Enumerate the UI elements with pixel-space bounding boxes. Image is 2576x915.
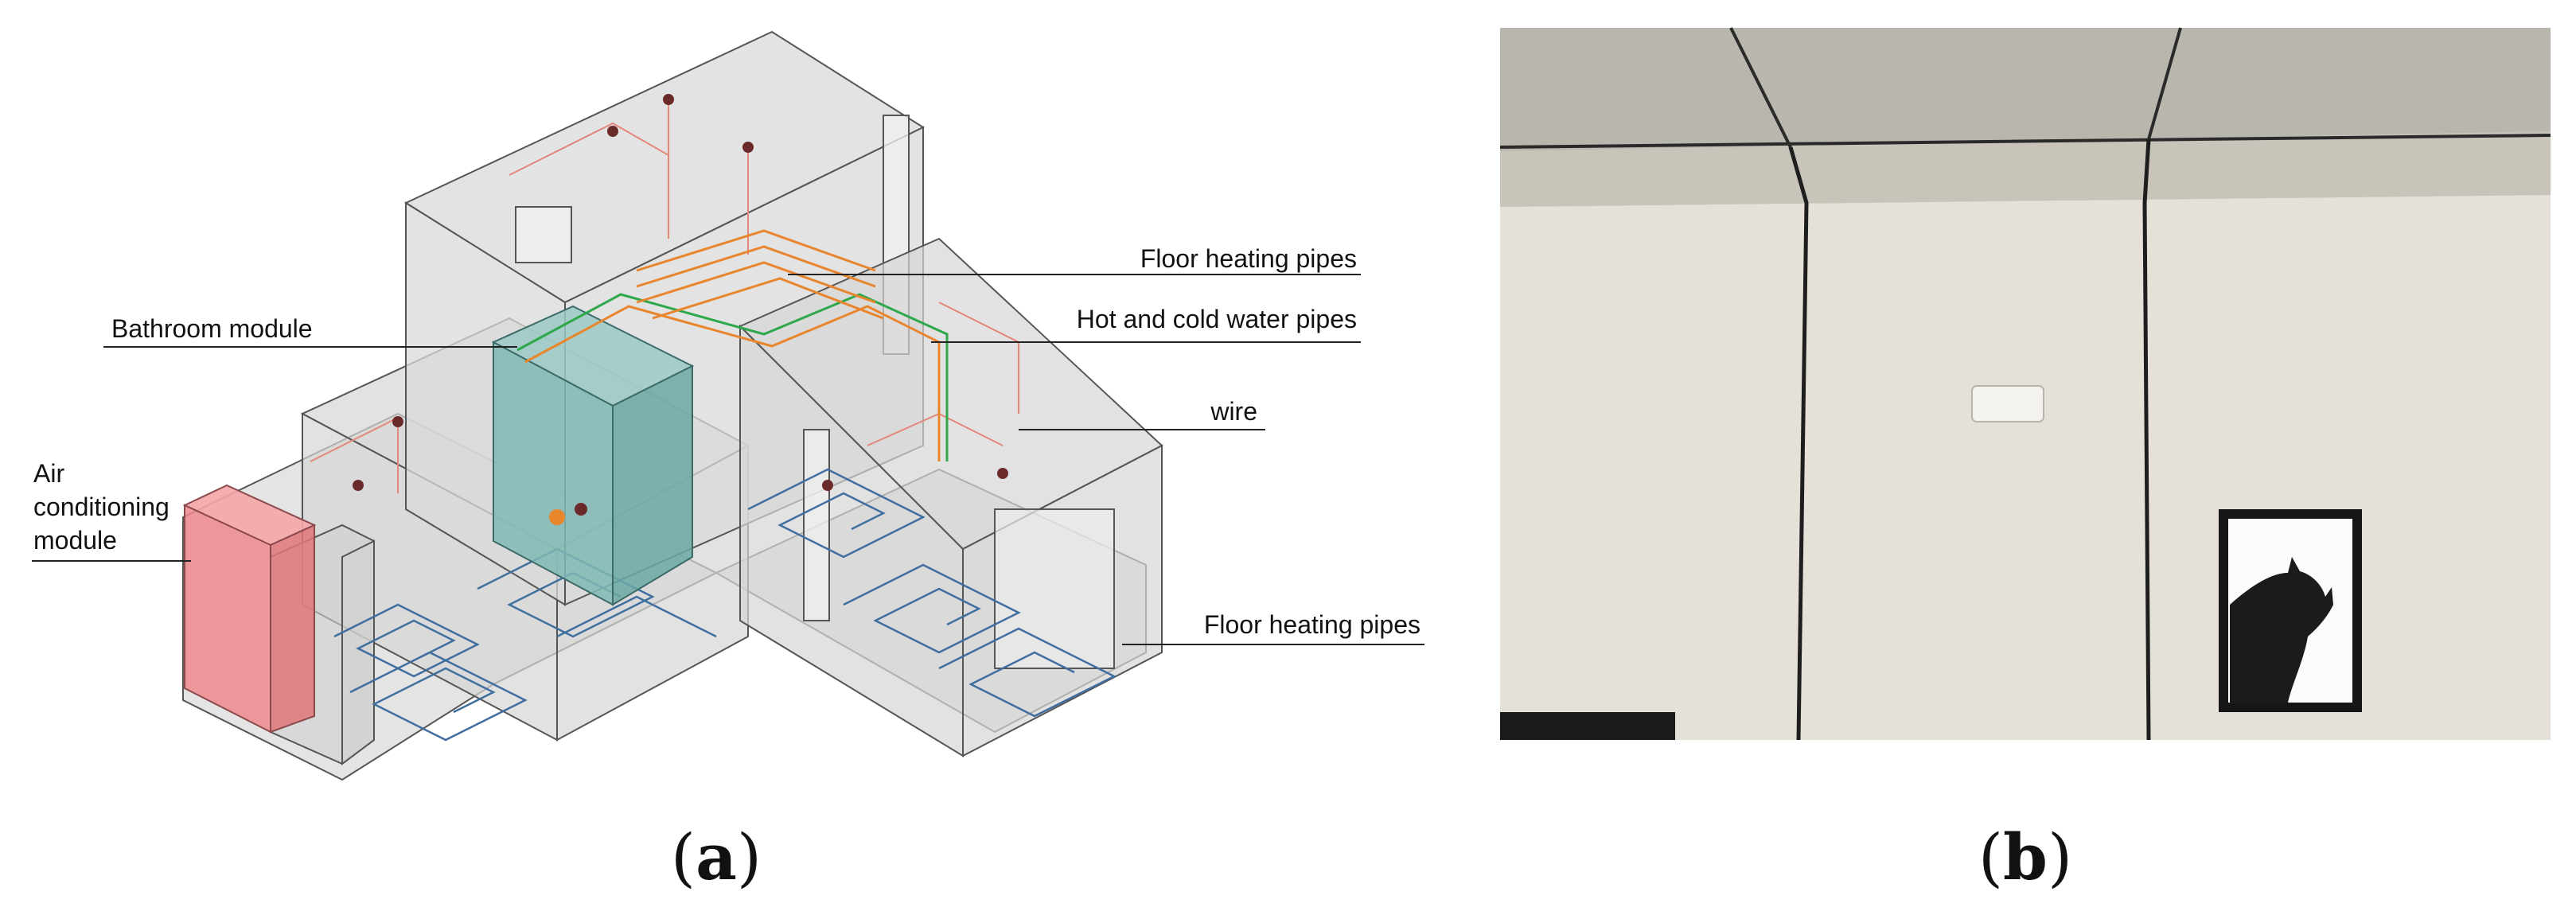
callout-air-conditioning-line1: Air: [33, 459, 64, 488]
callout-hot-cold-water-pipes: Hot and cold water pipes: [1077, 305, 1357, 333]
isometric-building-diagram: Floor heating pipes Hot and cold water p…: [32, 30, 1424, 781]
callout-air-conditioning-line2: conditioning: [33, 493, 170, 521]
callout-air-conditioning-line3: module: [33, 526, 117, 555]
interior-photo: [1499, 27, 2551, 741]
panel-label-b: (b): [1978, 820, 2072, 894]
bathroom-module-box: [491, 305, 695, 606]
hot-cold-water-pipes: [516, 229, 949, 461]
panel-label-b-letter: b: [2003, 820, 2048, 894]
callout-leader-lines: [32, 274, 1424, 645]
photo-dark-furniture: [1500, 712, 1675, 740]
photo-ceiling-edge: [1500, 131, 2551, 207]
photo-framed-horse-picture: [2219, 509, 2362, 712]
callout-wire: wire: [1210, 397, 1257, 426]
photo-wall-ac-unit: [1971, 385, 2044, 422]
panel-label-a-letter: a: [696, 820, 737, 894]
panel-label-a: (a): [671, 820, 762, 894]
callout-floor-heating-pipes-bottom: Floor heating pipes: [1204, 610, 1421, 639]
photo-ceiling-grid: [1499, 27, 2551, 149]
callout-floor-heating-pipes-top: Floor heating pipes: [1140, 244, 1357, 273]
callout-bathroom-module: Bathroom module: [111, 314, 313, 343]
horse-silhouette-icon: [2230, 557, 2333, 703]
air-conditioning-module-box: [182, 484, 317, 734]
photo-wall-seams: [1788, 138, 2151, 741]
floor-heating-pipes-right: [747, 468, 1117, 718]
